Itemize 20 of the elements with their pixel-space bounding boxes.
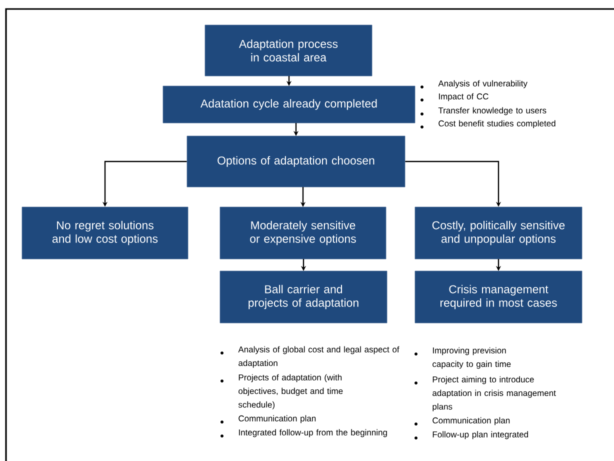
bullet-text: Project aiming to introduce adaptation in crisis management plans (432, 376, 556, 412)
bullet-text: Analysis of global cost and legal aspect of adaptation (238, 346, 400, 368)
bullet-text: Analysis of vulnerability (438, 80, 528, 88)
process-box: Adaptation process in coastal area (204, 24, 372, 76)
bullet-text: Communication plan (238, 415, 316, 424)
bullet-text: Follow-up plan integrated (432, 431, 528, 440)
bullet-text: Projects of adaptation (with objectives, budget and time schedule) (238, 374, 343, 410)
process-box: Ball carrier and projects of adaptation (220, 270, 388, 324)
process-box: Options of adaptation choosen (186, 136, 406, 188)
process-box: Costly, politically sensitive and unpopular options (414, 206, 582, 260)
bullet-text: Improving prevision capacity to gain time (432, 347, 511, 369)
bullet-text: Cost benefit studies completed (438, 120, 556, 128)
process-box: No regret solutions and low cost options (22, 206, 188, 260)
bullet-text: Integrated follow-up from the beginning (239, 429, 387, 438)
process-box: Crisis management required in most cases (414, 270, 582, 324)
bullet-text: Impact of CC (438, 93, 488, 102)
process-box: Adatation cycle already completed (162, 86, 416, 124)
bullet-text: Transfer knowledge to users (438, 107, 546, 116)
process-box: Moderately sensitive or expensive options (220, 206, 386, 260)
bullet-text: Communication plan (432, 417, 510, 426)
